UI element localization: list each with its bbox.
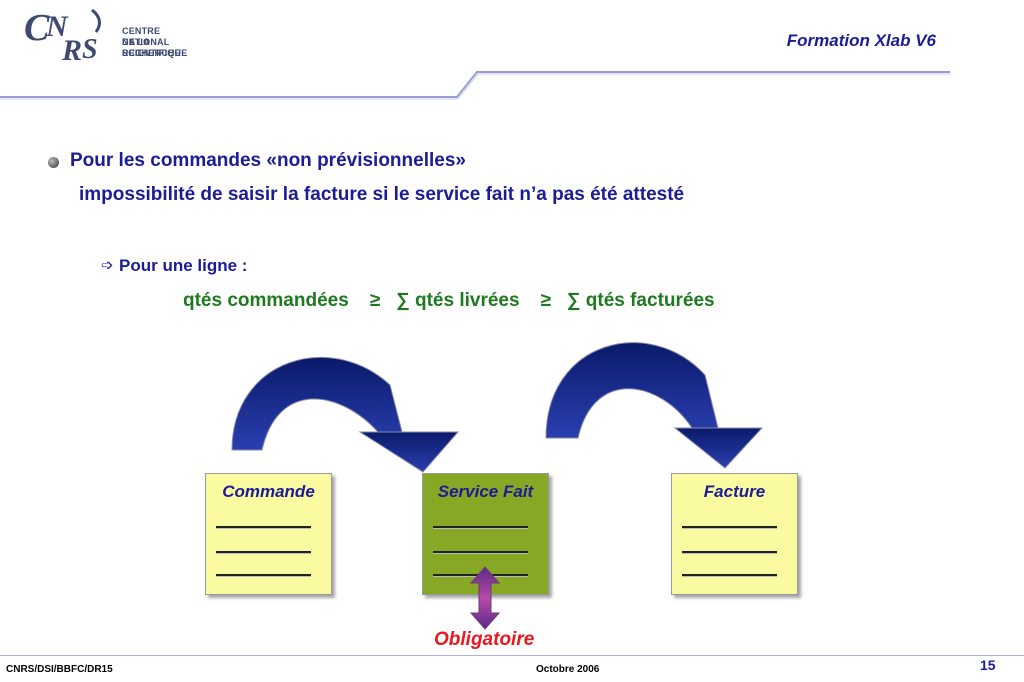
arrow-bullet-icon: ➩ bbox=[101, 257, 114, 274]
box-service-fait-label: Service Fait bbox=[437, 482, 534, 501]
box-line bbox=[216, 551, 311, 554]
box-facture-label: Facture bbox=[703, 482, 766, 501]
logo-line-3: SCIENTIFIQUE bbox=[122, 48, 188, 58]
box-line bbox=[433, 526, 528, 529]
cnrs-logo: C N R S CENTRE NATIONAL DE LA RECHERCHE … bbox=[22, 6, 202, 66]
svg-text:S: S bbox=[82, 34, 98, 65]
footer-center: Octobre 2006 bbox=[536, 664, 600, 675]
header-rule bbox=[0, 71, 950, 100]
logo-line-1: CENTRE NATIONAL bbox=[122, 26, 170, 47]
document-title: Formation Xlab V6 bbox=[786, 31, 936, 50]
box-facture: Facture bbox=[671, 473, 798, 595]
footer-left: CNRS/DSI/BBFC/DR15 bbox=[6, 664, 113, 675]
bullet-1-line-2: impossibilité de saisir la facture si le… bbox=[79, 184, 685, 205]
footer-rule bbox=[0, 655, 1024, 656]
page-number: 15 bbox=[980, 657, 996, 673]
arrow-service-to-facture-icon bbox=[545, 342, 764, 469]
double-arrow-icon bbox=[469, 566, 501, 630]
box-line bbox=[216, 574, 311, 577]
box-commande: Commande bbox=[205, 473, 332, 595]
sub-bullet-text: Pour une ligne : bbox=[119, 256, 248, 275]
svg-text:N: N bbox=[45, 10, 69, 43]
box-line bbox=[682, 551, 777, 554]
box-line bbox=[682, 574, 777, 577]
arrow-commande-to-service-icon bbox=[231, 356, 460, 473]
quantity-formula: qtés commandées ≥ ∑ qtés livrées ≥ ∑ qté… bbox=[183, 290, 715, 311]
svg-text:C: C bbox=[24, 7, 50, 49]
bullet-dot-icon bbox=[48, 157, 59, 168]
logo-line-2: DE LA RECHERCHE bbox=[122, 37, 181, 58]
box-line bbox=[216, 526, 311, 529]
bullet-1-line-1: Pour les commandes «non prévisionnelles» bbox=[70, 150, 466, 171]
obligatoire-label: Obligatoire bbox=[434, 629, 535, 650]
box-line bbox=[433, 551, 528, 554]
cnrs-logo-mark: C N R S bbox=[24, 7, 101, 66]
svg-text:R: R bbox=[61, 34, 82, 66]
box-line bbox=[682, 526, 777, 529]
box-commande-label: Commande bbox=[222, 482, 315, 501]
